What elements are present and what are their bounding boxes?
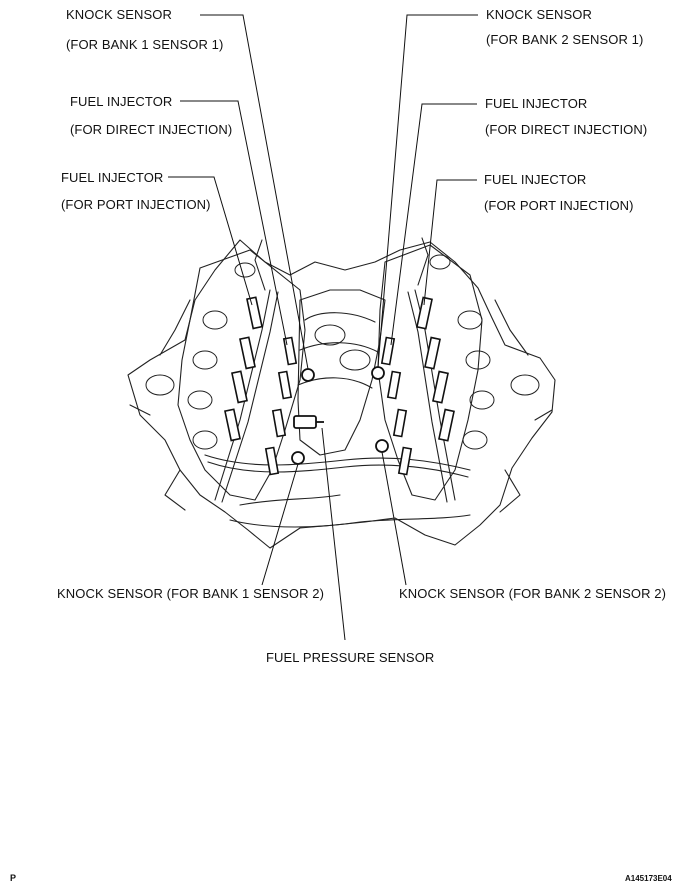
label-inj-direct-left-sub: (FOR DIRECT INJECTION) bbox=[70, 122, 233, 137]
leader-knock-b1s2 bbox=[261, 463, 299, 586]
injector-port-right-4 bbox=[438, 408, 455, 442]
label-inj-port-right-title: FUEL INJECTOR bbox=[484, 172, 587, 187]
leader-fuel-pressure bbox=[321, 427, 346, 641]
leader-knock-b2s2 bbox=[381, 451, 407, 586]
left-bank-head bbox=[177, 249, 306, 501]
injector-port-left-4 bbox=[224, 408, 241, 442]
valley bbox=[297, 289, 386, 456]
corner-letter: P bbox=[10, 873, 17, 883]
label-inj-direct-right-title: FUEL INJECTOR bbox=[485, 96, 588, 111]
injector-direct-left-1 bbox=[282, 336, 298, 366]
label-knock-b2s2: KNOCK SENSOR (FOR BANK 2 SENSOR 2) bbox=[399, 586, 667, 601]
knock-sensor-b2s1 bbox=[371, 366, 385, 380]
engine-outline bbox=[127, 239, 556, 549]
injector-port-right-3 bbox=[432, 370, 449, 404]
injector-direct-left-4 bbox=[264, 446, 280, 476]
injector-direct-right-4 bbox=[397, 446, 413, 476]
leader-inj-direct-left bbox=[180, 100, 288, 346]
figure-code: A145173E04 bbox=[625, 874, 672, 883]
leader-inj-port-left bbox=[168, 176, 253, 306]
leader-knock-b2s1 bbox=[377, 14, 478, 368]
label-fuel-pressure: FUEL PRESSURE SENSOR bbox=[266, 650, 435, 665]
leader-inj-direct-right bbox=[390, 103, 477, 346]
label-inj-port-right-sub: (FOR PORT INJECTION) bbox=[484, 198, 634, 213]
crossover-pipe bbox=[204, 454, 471, 478]
label-knock-b2s1-sub: (FOR BANK 2 SENSOR 1) bbox=[486, 32, 644, 47]
fuel-rail-right bbox=[407, 289, 456, 503]
injector-direct-left-2 bbox=[277, 370, 293, 400]
label-inj-direct-right-sub: (FOR DIRECT INJECTION) bbox=[485, 122, 648, 137]
injector-port-left-1 bbox=[246, 296, 263, 330]
label-inj-port-left-title: FUEL INJECTOR bbox=[61, 170, 164, 185]
label-inj-port-left-sub: (FOR PORT INJECTION) bbox=[61, 197, 211, 212]
knock-sensor-b1s1 bbox=[301, 368, 315, 382]
injector-direct-right-2 bbox=[386, 370, 402, 400]
label-knock-b1s2: KNOCK SENSOR (FOR BANK 1 SENSOR 2) bbox=[57, 586, 325, 601]
leader-knock-b1s1 bbox=[200, 14, 309, 370]
label-knock-b1s1-title: KNOCK SENSOR bbox=[66, 7, 172, 22]
injector-port-right-1 bbox=[416, 296, 433, 330]
injector-direct-right-3 bbox=[392, 408, 408, 438]
injector-direct-left-3 bbox=[271, 408, 287, 438]
label-knock-b2s1-title: KNOCK SENSOR bbox=[486, 7, 592, 22]
injector-port-left-3 bbox=[231, 370, 248, 404]
injector-direct-right-1 bbox=[380, 336, 396, 366]
knock-sensor-b2s2 bbox=[375, 439, 389, 453]
label-inj-direct-left-title: FUEL INJECTOR bbox=[70, 94, 173, 109]
injector-port-left-2 bbox=[239, 336, 256, 370]
fuel-pressure-sensor bbox=[293, 415, 317, 429]
label-knock-b1s1-sub: (FOR BANK 1 SENSOR 1) bbox=[66, 37, 224, 52]
leader-inj-port-right bbox=[423, 179, 477, 306]
injector-port-right-2 bbox=[424, 336, 441, 370]
knock-sensor-b1s2 bbox=[291, 451, 305, 465]
